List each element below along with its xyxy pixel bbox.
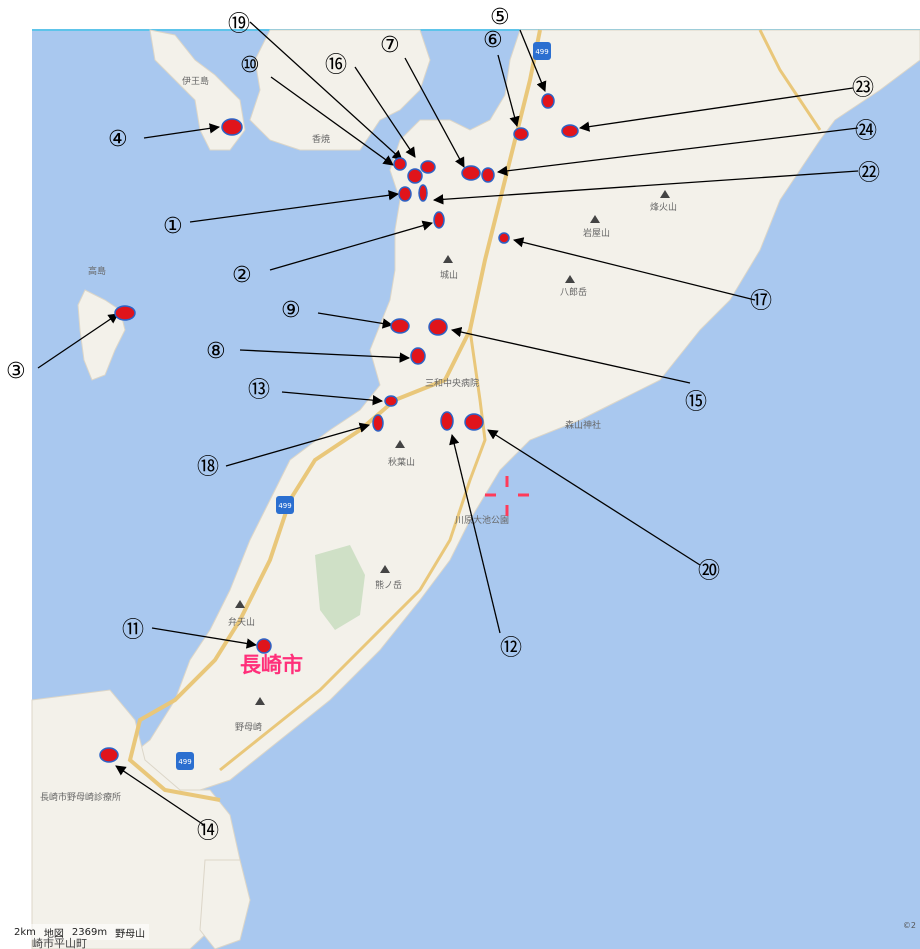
northern-land bbox=[249, 29, 431, 151]
marker-label: ⑪ bbox=[122, 618, 144, 643]
elevation-readout: 2369m bbox=[71, 926, 108, 938]
map-label: 烽火山 bbox=[650, 201, 677, 213]
marker-13 bbox=[384, 395, 398, 407]
map-label: 香焼 bbox=[312, 134, 330, 145]
marker-label: ㉒ bbox=[858, 161, 880, 186]
marker-label: ㉔ bbox=[855, 119, 877, 144]
marker-4 bbox=[221, 118, 243, 136]
svg-text:499: 499 bbox=[535, 48, 548, 56]
map-label: 高島 bbox=[88, 265, 106, 277]
marker-label: ⑨ bbox=[281, 298, 301, 323]
marker-label: ⑱ bbox=[197, 455, 219, 480]
marker-label: ⑭ bbox=[197, 819, 219, 844]
route-shield: 499 bbox=[176, 752, 194, 770]
map-label: 秋葉山 bbox=[388, 456, 415, 468]
route-shield: 499 bbox=[533, 42, 551, 60]
city-label: 長崎市 bbox=[240, 653, 303, 677]
marker-7b bbox=[481, 167, 495, 183]
marker-label: ⑯ bbox=[325, 53, 347, 78]
marker-9 bbox=[390, 318, 410, 334]
marker-12 bbox=[440, 411, 454, 431]
map-label: 野母崎 bbox=[235, 721, 262, 733]
marker-label: ⑥ bbox=[483, 28, 503, 53]
map-label: 川原大池公園 bbox=[455, 514, 509, 526]
marker-11 bbox=[256, 638, 272, 654]
nomozaki-land bbox=[31, 689, 241, 949]
map-mode-button[interactable]: 地図 bbox=[43, 928, 64, 940]
left-panel-strip bbox=[0, 0, 32, 949]
lower-island bbox=[199, 859, 251, 949]
marker-label: ⑦ bbox=[380, 33, 400, 58]
marker-10b bbox=[407, 168, 423, 184]
map-label: 森山神社 bbox=[565, 419, 601, 431]
island-takashima bbox=[77, 289, 126, 381]
marker-label: ⑰ bbox=[750, 289, 772, 314]
park-area bbox=[315, 545, 365, 630]
copyright-text: ©2 bbox=[902, 921, 916, 930]
marker-17 bbox=[498, 232, 510, 244]
marker-label: ⑳ bbox=[698, 559, 720, 584]
scale-distance: 2km bbox=[14, 926, 36, 938]
map-center-crosshair bbox=[485, 476, 529, 516]
scale-place: 野母山 bbox=[115, 928, 146, 940]
marker-16 bbox=[420, 160, 436, 174]
bottom-address-text: 崎市平山町 bbox=[32, 937, 87, 949]
marker-5 bbox=[541, 93, 555, 109]
marker-label: ⑧ bbox=[206, 339, 226, 364]
map-label: 城山 bbox=[440, 270, 458, 281]
marker-label: ② bbox=[232, 263, 252, 288]
marker-23 bbox=[561, 124, 579, 138]
marker-number-labels: ① ② ③ ④ ⑤ ⑥ ⑦ ⑧ ⑨ ⑩ ⑪ ⑫ ⑬ ⑭ ⑮ ⑯ ⑰ ⑱ ⑲ ⑳ … bbox=[6, 5, 880, 844]
marker-3 bbox=[114, 305, 136, 321]
map-label: 八郎岳 bbox=[560, 286, 587, 298]
marker-label: ㉓ bbox=[852, 76, 874, 101]
marker-label: ⑲ bbox=[228, 12, 250, 37]
marker-6 bbox=[513, 127, 529, 141]
top-border bbox=[32, 0, 920, 30]
marker-label: ④ bbox=[108, 127, 128, 152]
scale-bar: 2km 地図 2369m 野母山 bbox=[10, 924, 150, 940]
highway-road bbox=[127, 29, 542, 802]
map-label: 弁天山 bbox=[228, 616, 255, 628]
svg-text:499: 499 bbox=[178, 758, 191, 766]
marker-label: ⑮ bbox=[685, 390, 707, 415]
marker-label: ① bbox=[163, 214, 183, 239]
marker-label: ⑬ bbox=[248, 378, 270, 403]
map-label: 長崎市野母崎診療所 bbox=[40, 791, 121, 803]
marker-20 bbox=[464, 413, 484, 431]
annotation-arrows bbox=[37, 21, 859, 826]
marker-label: ⑤ bbox=[490, 5, 510, 30]
marker-label: ③ bbox=[6, 359, 26, 384]
map-label: 三和中央病院 bbox=[425, 377, 479, 389]
marker-18 bbox=[372, 414, 384, 432]
marker-label: ⑩ bbox=[240, 53, 260, 78]
marker-8 bbox=[410, 347, 426, 365]
map-label: 伊王島 bbox=[182, 75, 209, 87]
map-label: 岩屋山 bbox=[583, 227, 610, 239]
location-markers bbox=[99, 93, 579, 763]
marker-10 bbox=[393, 157, 407, 171]
island-iojima bbox=[149, 29, 246, 151]
peak-icons bbox=[235, 190, 670, 705]
north-road bbox=[758, 29, 822, 131]
marker-7 bbox=[461, 165, 481, 181]
marker-15 bbox=[428, 318, 448, 336]
marker-2 bbox=[433, 211, 445, 229]
map-label: 熊ノ岳 bbox=[375, 579, 402, 591]
marker-14 bbox=[99, 747, 119, 763]
marker-1b bbox=[418, 184, 428, 202]
marker-label: ⑫ bbox=[500, 636, 522, 661]
marker-1 bbox=[398, 186, 412, 202]
route-shield: 499 bbox=[276, 496, 294, 514]
svg-text:499: 499 bbox=[278, 502, 291, 510]
